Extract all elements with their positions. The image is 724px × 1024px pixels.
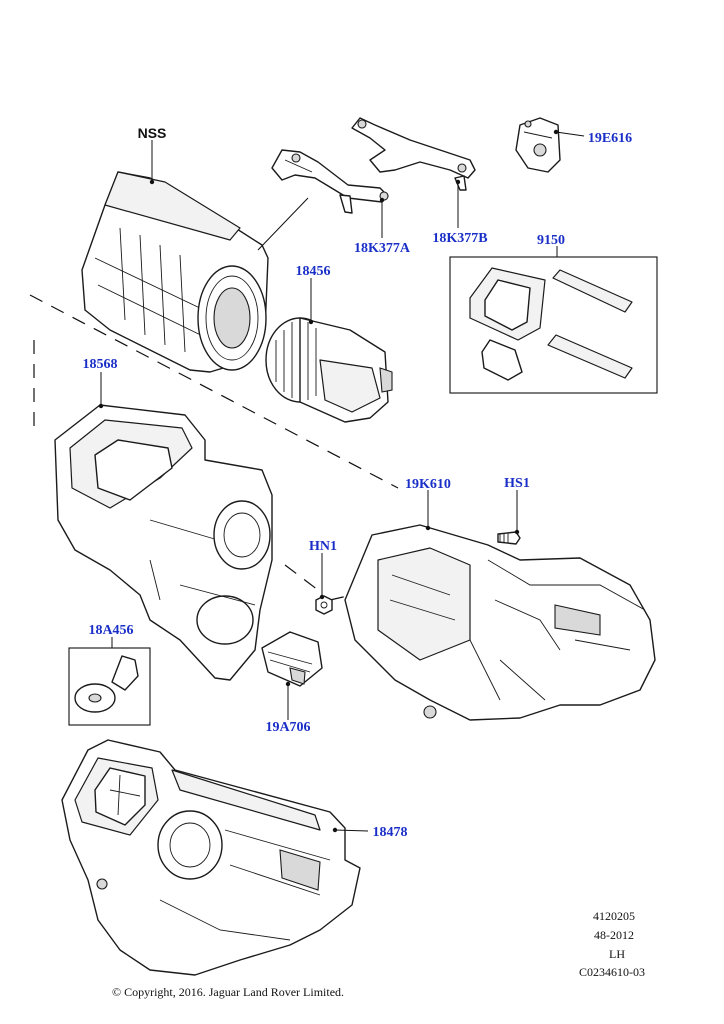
diagram-date: 48-2012 [594, 928, 634, 942]
callout-9150: 9150 [537, 233, 565, 248]
seal-kit-9150 [449, 256, 658, 394]
callout-19a706: 19A706 [265, 720, 310, 735]
blower-motor-18456 [265, 317, 393, 423]
upper-housing-18568 [54, 404, 273, 681]
callout-18k377b: 18K377B [432, 231, 487, 246]
heater-case-19k610 [344, 524, 656, 721]
screw-hs1 [497, 531, 521, 545]
callout-19e616: 19E616 [588, 131, 632, 146]
diagram-code: C0234610-03 [579, 965, 645, 979]
callout-hs1: HS1 [504, 476, 530, 491]
diagram-ref: 4120205 [593, 909, 635, 923]
actuator-19e616 [515, 117, 561, 173]
resistor-kit-18a456 [68, 647, 151, 726]
nut-hn1 [315, 595, 333, 615]
leader-dots [98, 129, 559, 833]
callout-nss: NSS [138, 125, 167, 141]
callout-19k610: 19K610 [405, 477, 451, 492]
blower-housing-nss [81, 171, 269, 373]
callout-18478: 18478 [373, 825, 408, 840]
callout-18k377a: 18K377A [354, 241, 411, 256]
resistor-19a706 [261, 631, 323, 687]
linkage-18k377b [351, 117, 476, 191]
assembly-18478 [61, 739, 361, 976]
callout-18568: 18568 [83, 357, 118, 372]
diagram-side: LH [609, 947, 625, 961]
callout-hn1: HN1 [309, 539, 337, 554]
callout-18a456: 18A456 [88, 623, 133, 638]
callout-18456: 18456 [296, 264, 331, 279]
leader-lines [100, 131, 585, 832]
copyright-text: © Copyright, 2016. Jaguar Land Rover Lim… [112, 985, 344, 999]
